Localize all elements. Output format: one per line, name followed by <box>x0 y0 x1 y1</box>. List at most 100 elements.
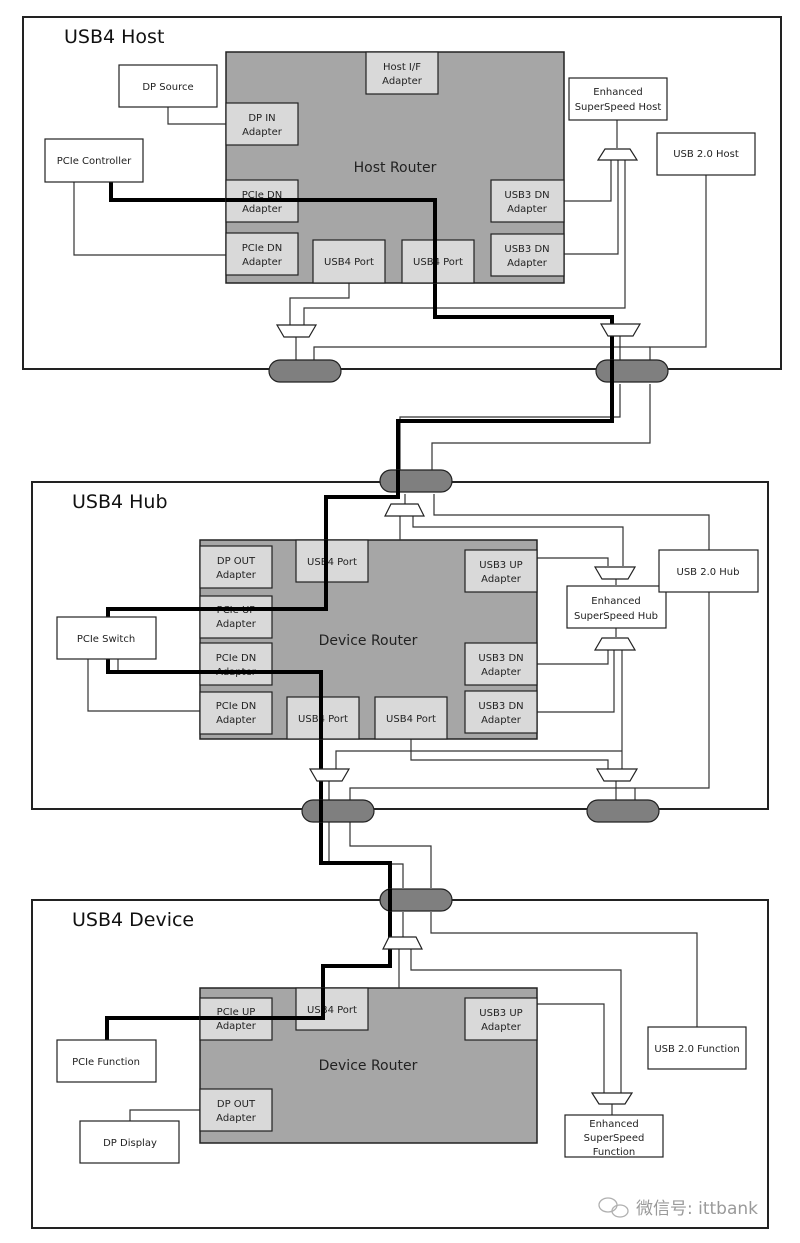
svg-text:USB 2.0 Function: USB 2.0 Function <box>654 1044 739 1055</box>
svg-text:SuperSpeed: SuperSpeed <box>584 1133 645 1144</box>
pcie-controller-block[interactable]: PCIe Controller <box>44 138 144 183</box>
host-external-blocks: DP Source PCIe Controller Enhanced Super… <box>44 64 756 183</box>
svg-text:USB4 Port: USB4 Port <box>307 557 357 568</box>
svg-text:Adapter: Adapter <box>216 570 257 581</box>
svg-text:USB3 DN: USB3 DN <box>478 653 523 664</box>
highlighted-path-overlay-hub-up <box>108 540 328 611</box>
line-host-hub-usb2 <box>431 384 651 470</box>
dp-source-block[interactable]: DP Source <box>118 64 218 108</box>
line-hub-cable-usb2hub <box>433 494 710 550</box>
svg-text:DP OUT: DP OUT <box>217 556 256 567</box>
device-usb4-port[interactable]: USB4 Port <box>295 987 369 1031</box>
host-usb4-port-2[interactable]: USB4 Port <box>401 239 475 284</box>
usb2-function-block[interactable]: USB 2.0 Function <box>647 1026 747 1070</box>
line-usb2-left <box>313 346 650 362</box>
svg-text:Adapter: Adapter <box>481 715 522 726</box>
line-usb3dn1-mux <box>537 650 609 665</box>
pcie-function-block[interactable]: PCIe Function <box>56 1039 157 1083</box>
cable-host-left <box>268 359 342 383</box>
hub-usb3-dn-adapter-2[interactable]: USB3 DN Adapter <box>464 690 538 734</box>
svg-text:USB4 Port: USB4 Port <box>298 714 348 725</box>
host-pcie-dn-adapter-2[interactable]: PCIe DN Adapter <box>225 232 299 276</box>
svg-text:USB3 UP: USB3 UP <box>479 560 522 571</box>
host-usb4-port-1[interactable]: USB4 Port <box>312 239 386 284</box>
hub-pcie-dn-adapter-2[interactable]: PCIe DN Adapter <box>199 691 273 735</box>
hub-dp-out-adapter[interactable]: DP OUT Adapter <box>199 545 273 589</box>
cable-host-right <box>595 359 669 383</box>
svg-text:Adapter: Adapter <box>507 258 548 269</box>
hub-external-blocks: PCIe Switch Enhanced SuperSpeed Hub USB … <box>56 549 759 660</box>
svg-text:Adapter: Adapter <box>216 715 257 726</box>
device-title: USB4 Device <box>72 909 194 931</box>
watermark: 微信号: ittbank <box>598 1197 758 1219</box>
svg-text:USB3 DN: USB3 DN <box>478 701 523 712</box>
line-hub-mux-esshub <box>412 516 624 566</box>
line-pcie-switch-pcie-dn <box>87 659 200 712</box>
hub-pcie-up-adapter[interactable]: PCIe UP Adapter <box>199 595 273 639</box>
host-usb3-dn-adapter-2[interactable]: USB3 DN Adapter <box>490 233 565 277</box>
svg-text:USB 2.0 Host: USB 2.0 Host <box>673 149 739 160</box>
svg-text:Adapter: Adapter <box>481 667 522 678</box>
hub-usb3-up-adapter[interactable]: USB3 UP Adapter <box>464 549 538 593</box>
dp-in-adapter[interactable]: DP IN Adapter <box>225 102 299 146</box>
line-hub-usb2-down <box>349 580 710 800</box>
device-external-blocks: PCIe Function DP Display USB 2.0 Functio… <box>56 1026 747 1164</box>
svg-text:PCIe Function: PCIe Function <box>72 1057 140 1068</box>
svg-text:PCIe Controller: PCIe Controller <box>57 156 132 167</box>
mux-hub-top <box>384 503 425 517</box>
usb2-hub-block[interactable]: USB 2.0 Hub <box>658 549 759 593</box>
ess-function-block[interactable]: Enhanced SuperSpeed Function <box>564 1114 664 1158</box>
svg-text:SuperSpeed Host: SuperSpeed Host <box>575 102 662 113</box>
pcie-switch-block[interactable]: PCIe Switch <box>56 616 157 660</box>
hub-pcie-dn-adapter-1[interactable]: PCIe DN Adapter <box>199 642 273 686</box>
device-dp-out-adapter[interactable]: DP OUT Adapter <box>199 1088 273 1132</box>
mux-device-essfn <box>590 1092 634 1105</box>
hub-title: USB4 Hub <box>72 491 168 513</box>
hub-usb3-dn-adapter-1[interactable]: USB3 DN Adapter <box>464 642 538 686</box>
host-adapters: Host I/F Adapter DP IN Adapter PCIe DN A… <box>225 51 565 284</box>
svg-text:DP IN: DP IN <box>248 113 275 124</box>
line-hub-ss-left <box>335 750 622 769</box>
device-router-label: Device Router <box>319 1058 418 1074</box>
svg-text:PCIe DN: PCIe DN <box>242 190 282 201</box>
mux-host-ess <box>596 148 639 161</box>
svg-text:Adapter: Adapter <box>242 127 283 138</box>
hub-router-label: Device Router <box>319 633 418 649</box>
usb2-host-block[interactable]: USB 2.0 Host <box>656 132 756 176</box>
dp-display-block[interactable]: DP Display <box>79 1120 180 1164</box>
line-hub-dev-usb2 <box>349 822 432 888</box>
line-host-usb4p1-mux <box>289 283 350 325</box>
svg-text:USB4 Port: USB4 Port <box>386 714 436 725</box>
line-usb3dn2-mux <box>537 650 615 713</box>
svg-text:Adapter: Adapter <box>382 76 423 87</box>
line-usb2-host-cable <box>649 175 707 362</box>
line-usb3dn1-mux <box>564 160 612 202</box>
highlighted-path-overlay-host <box>226 198 437 283</box>
cable-hub-bottom-right <box>586 799 660 823</box>
mux-esshub-top <box>593 566 637 580</box>
svg-text:DP Display: DP Display <box>103 1138 157 1149</box>
line-dp-out-display <box>129 1109 200 1121</box>
cable-hub-top <box>379 469 453 493</box>
ess-hub-block[interactable]: Enhanced SuperSpeed Hub <box>566 585 667 629</box>
muxes <box>275 148 642 1105</box>
host-usb3-dn-adapter-1[interactable]: USB3 DN Adapter <box>490 179 565 223</box>
svg-text:USB3 UP: USB3 UP <box>479 1008 522 1019</box>
mux-hub-bottom-left <box>308 768 351 782</box>
line-dev-cable-usb2fn <box>430 912 698 1027</box>
hub-usb4-dn-port-2[interactable]: USB4 Port <box>374 696 448 740</box>
svg-text:Host I/F: Host I/F <box>383 62 421 73</box>
ess-host-block[interactable]: Enhanced SuperSpeed Host <box>568 77 668 121</box>
device-usb3-up-adapter[interactable]: USB3 UP Adapter <box>464 997 538 1041</box>
svg-text:USB 2.0 Hub: USB 2.0 Hub <box>677 567 740 578</box>
line-usb3up-mux <box>537 557 609 566</box>
hub-usb4-up-port[interactable]: USB4 Port <box>295 539 369 583</box>
connection-lines <box>73 107 710 1121</box>
svg-text:Enhanced: Enhanced <box>593 87 642 98</box>
host-if-adapter[interactable]: Host I/F Adapter <box>365 51 439 95</box>
svg-text:Adapter: Adapter <box>481 574 522 585</box>
svg-text:DP Source: DP Source <box>142 82 193 93</box>
host-title: USB4 Host <box>64 26 164 48</box>
svg-text:PCIe UP: PCIe UP <box>217 1007 256 1018</box>
svg-text:Adapter: Adapter <box>216 1021 257 1032</box>
